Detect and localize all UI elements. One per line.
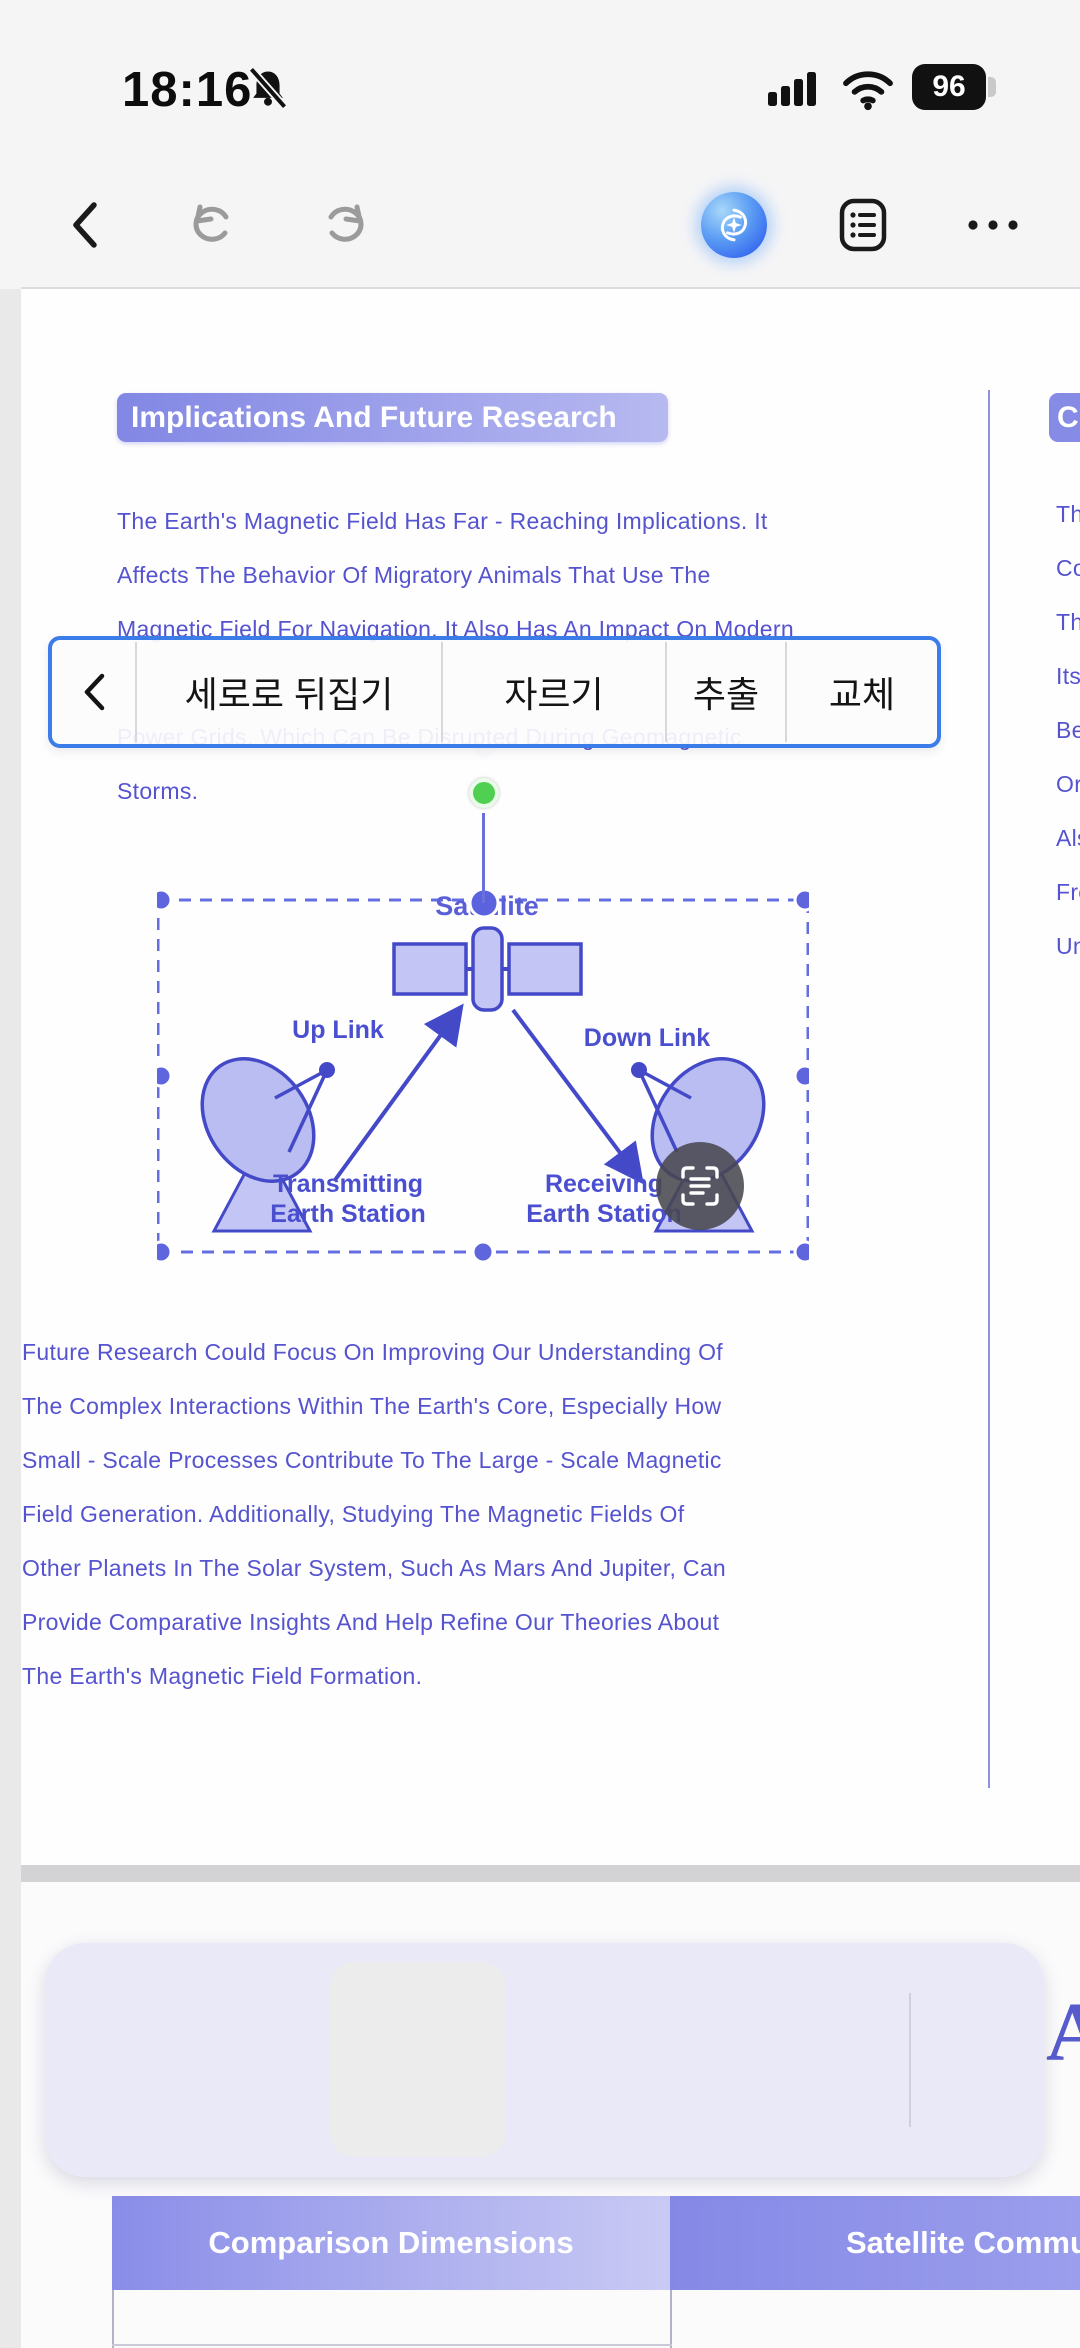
popup-notch bbox=[468, 745, 502, 761]
menu-item-crop[interactable]: 자르기 bbox=[504, 674, 604, 715]
right-col-line: Un bbox=[1056, 933, 1080, 959]
mute-bell-icon bbox=[248, 66, 288, 110]
right-col-line: Its bbox=[1056, 663, 1080, 689]
receiving-label-2: Earth Station bbox=[526, 1200, 682, 1228]
paragraph-line: Future Research Could Focus On Improving… bbox=[22, 1339, 723, 1365]
more-options-button[interactable] bbox=[961, 193, 1025, 257]
menu-divider bbox=[441, 642, 443, 742]
paragraph-line: Small - Scale Processes Contribute To Th… bbox=[22, 1447, 722, 1473]
uplink-arrow bbox=[333, 1003, 464, 1182]
transmitting-dish-icon bbox=[200, 1057, 335, 1233]
undo-button[interactable] bbox=[182, 193, 246, 257]
menu-item-flip-vertical[interactable]: 세로로 뒤집기 bbox=[184, 674, 394, 715]
battery-indicator: 96 bbox=[912, 64, 986, 110]
menu-divider bbox=[785, 642, 787, 742]
redo-button[interactable] bbox=[311, 193, 375, 257]
uplink-label: Up Link bbox=[292, 1016, 384, 1044]
transmitting-label-1: Transmitting bbox=[273, 1170, 423, 1198]
right-col-line: Th bbox=[1056, 609, 1080, 635]
image-context-menu: 세로로 뒤집기 자르기 추출 교체 bbox=[48, 636, 941, 748]
table-border bbox=[112, 2344, 672, 2346]
table-header-comparison-dimensions: Comparison Dimensions bbox=[112, 2196, 670, 2290]
paragraph-line: Affects The Behavior Of Migratory Animal… bbox=[117, 562, 711, 588]
back-button[interactable] bbox=[53, 193, 117, 257]
menu-back-button[interactable] bbox=[52, 640, 135, 744]
rotate-handle-stem bbox=[482, 813, 485, 903]
selected-image-satellite-diagram[interactable]: Satellite Up Link Down Link bbox=[157, 890, 809, 1270]
page2-big-letter: A bbox=[1046, 1986, 1080, 2079]
table-border bbox=[112, 2290, 114, 2348]
column-divider bbox=[988, 390, 990, 1788]
page-margin-strip bbox=[0, 289, 21, 2348]
paragraph-line: Provide Comparative Insights And Help Re… bbox=[22, 1609, 720, 1635]
pdf-page-1 bbox=[21, 289, 1080, 1865]
right-col-line: Be bbox=[1056, 717, 1080, 743]
paragraph-line: The Earth's Magnetic Field Formation. bbox=[22, 1663, 423, 1689]
paragraph-line: Storms. bbox=[117, 778, 199, 804]
receiving-label-1: Receiving bbox=[545, 1170, 663, 1198]
toolbar-divider bbox=[909, 1993, 911, 2127]
right-column-heading: C bbox=[1049, 393, 1080, 442]
transmitting-label-2: Earth Station bbox=[270, 1200, 426, 1228]
menu-item-replace[interactable]: 교체 bbox=[828, 674, 896, 715]
selected-tool-highlight bbox=[330, 1962, 506, 2157]
status-time: 18:16 bbox=[122, 63, 253, 117]
page-gap bbox=[21, 1865, 1080, 1882]
menu-divider bbox=[135, 642, 137, 742]
downlink-label: Down Link bbox=[584, 1024, 710, 1052]
paragraph-line: The Earth's Magnetic Field Has Far - Rea… bbox=[117, 508, 768, 534]
paragraph-line: Field Generation. Additionally, Studying… bbox=[22, 1501, 685, 1527]
table-header-satellite-comm: Satellite Commu bbox=[670, 2196, 1080, 2290]
battery-nub bbox=[988, 77, 996, 97]
top-center-handle bbox=[468, 890, 500, 919]
right-col-line: Th bbox=[1056, 501, 1080, 527]
menu-item-extract[interactable]: 추출 bbox=[692, 674, 760, 715]
ocr-scan-button[interactable] bbox=[656, 1142, 744, 1230]
selection-handles[interactable] bbox=[157, 890, 809, 1264]
ai-assistant-button[interactable] bbox=[701, 192, 767, 258]
page-edge bbox=[21, 287, 1080, 289]
right-col-line: Co bbox=[1056, 555, 1080, 581]
paragraph-line: The Complex Interactions Within The Eart… bbox=[22, 1393, 722, 1419]
table-border bbox=[670, 2290, 672, 2348]
right-col-line: Or bbox=[1056, 771, 1080, 797]
wifi-icon bbox=[843, 71, 893, 111]
paragraph-line: Other Planets In The Solar System, Such … bbox=[22, 1555, 726, 1581]
cellular-signal-icon bbox=[768, 72, 816, 106]
menu-divider bbox=[665, 642, 667, 742]
right-col-line: Als bbox=[1056, 825, 1080, 851]
rotate-handle[interactable] bbox=[469, 778, 499, 808]
downlink-arrow bbox=[511, 1008, 644, 1185]
ai-swirl-icon bbox=[720, 208, 748, 242]
insert-toolbar bbox=[45, 1943, 1044, 2177]
satellite-icon bbox=[392, 926, 583, 1012]
right-col-line: Fre bbox=[1056, 879, 1080, 905]
outline-button[interactable] bbox=[831, 193, 895, 257]
section-heading: Implications And Future Research bbox=[117, 393, 668, 442]
scan-icon bbox=[681, 1166, 719, 1206]
